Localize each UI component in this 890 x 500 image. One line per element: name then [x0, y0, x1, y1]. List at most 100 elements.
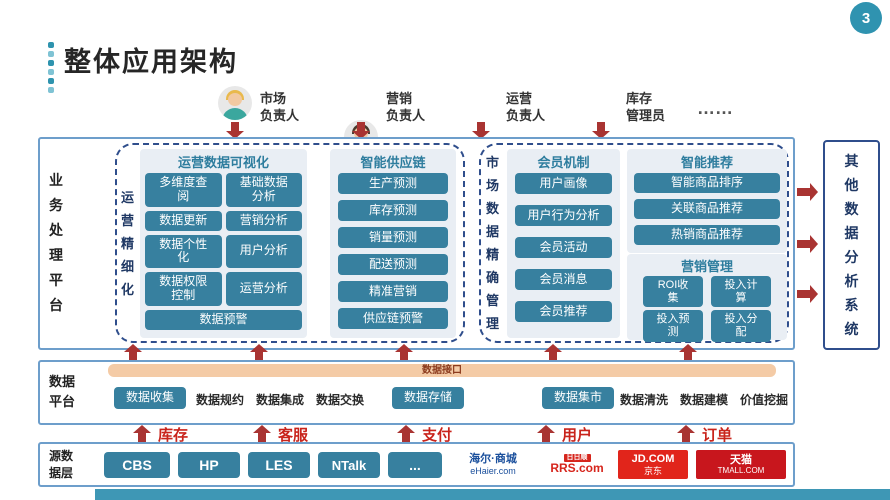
feature-button: 精准营销	[338, 281, 448, 302]
source-system-button: HP	[178, 452, 240, 478]
panel-title: 运营数据可视化	[177, 155, 269, 170]
logo-text: 海尔·商城	[469, 453, 517, 465]
accent-dot	[48, 78, 54, 84]
feature-button: 数据个性化	[145, 234, 222, 269]
data-storage-button: 数据存储	[392, 387, 464, 409]
feature-button: 销量预测	[338, 227, 448, 248]
data-mart-button: 数据集市	[542, 387, 614, 409]
up-arrow	[400, 352, 408, 361]
logo-text: eHaier.com	[470, 465, 516, 476]
down-arrow	[357, 122, 365, 131]
logo-text: TMALL.COM	[717, 466, 765, 476]
feature-button: 用户行为分析	[515, 205, 612, 226]
accent-dot	[48, 42, 54, 48]
other-system-label: 其他数据分析系统	[844, 153, 859, 337]
market-group-label: 市场数据精确管理	[485, 155, 499, 331]
feature-button: 库存预测	[338, 200, 448, 221]
flow-label: 客服	[278, 427, 309, 444]
source-system-button: ...	[388, 452, 442, 478]
flow-label: 用户	[562, 427, 593, 444]
feature-button: 基础数据分析	[225, 173, 302, 207]
business-layer-label: 业务处理平台	[49, 172, 63, 313]
down-arrow	[597, 122, 605, 131]
right-arrow	[797, 188, 810, 196]
haier-mall-logo: 海尔·商城 eHaier.com	[450, 450, 536, 479]
feature-button: 营销分析	[225, 210, 302, 231]
person-avatar-icon	[218, 86, 252, 120]
up-arrow	[129, 352, 137, 361]
page-title: 整体应用架构	[64, 47, 238, 77]
feature-button: 会员推荐	[515, 301, 612, 322]
rrs-logo: 日日顺 RRS.com	[544, 450, 610, 479]
persona-label: 库存 管理员	[626, 91, 666, 123]
flow-label: 库存	[158, 427, 189, 444]
feature-button: 生产预测	[338, 173, 448, 194]
data-platform-label: 数据平台	[48, 374, 75, 409]
accent-dot	[48, 51, 54, 57]
flow-label: 支付	[422, 427, 453, 444]
persona-label: 市场 负责人	[260, 91, 300, 123]
data-mart-desc: 数据清洗 数据建模 价值挖掘	[620, 393, 789, 407]
feature-button: 会员消息	[515, 269, 612, 290]
flow-up-arrow	[402, 433, 410, 442]
title-accent-dots	[48, 42, 54, 93]
up-arrow	[684, 352, 692, 361]
right-arrow	[797, 240, 810, 248]
feature-button: 投入分配	[711, 310, 771, 342]
feature-button: 运营分析	[225, 272, 302, 306]
ellipsis-text: ……	[697, 98, 733, 118]
source-layer-label: 源数据层	[48, 449, 73, 480]
other-system-box: 其他数据分析系统	[823, 140, 880, 350]
tmall-logo: 天猫 TMALL.COM	[696, 450, 786, 479]
logo-text: RRS.com	[550, 460, 604, 475]
feature-button: 用户分析	[225, 234, 302, 269]
panel-title: 智能推荐	[680, 155, 733, 170]
down-arrow	[231, 122, 239, 131]
accent-dot	[48, 87, 54, 93]
flow-label: 订单	[702, 427, 733, 444]
feature-button: 关联商品推荐	[634, 199, 780, 219]
source-system-button: CBS	[104, 452, 170, 478]
up-arrow	[549, 352, 557, 361]
feature-button: 投入预测	[643, 310, 703, 342]
panel-title: 智能供应链	[360, 155, 426, 170]
source-system-button: LES	[248, 452, 310, 478]
feature-button: 会员活动	[515, 237, 612, 258]
down-arrow	[477, 122, 485, 131]
feature-button: 配送预测	[338, 254, 448, 275]
logo-text: 天猫	[730, 453, 752, 466]
feature-button: 数据预警	[145, 309, 302, 330]
ops-group-label: 运营精细化	[120, 190, 134, 297]
feature-button: 数据权限控制	[145, 272, 222, 306]
panel-title: 会员机制	[537, 155, 590, 170]
marketing-panel: 营销管理 ROI收集 投入计算 投入预测 投入分配	[627, 254, 787, 342]
ops-visualization-panel: 运营数据可视化 多维度查阅 基础数据分析 数据更新 营销分析 数据个性化 用户分…	[140, 149, 307, 338]
accent-dot	[48, 69, 54, 75]
logo-text: 日日顺	[563, 453, 591, 462]
feature-button: 数据更新	[145, 210, 222, 231]
feature-button: 热销商品推荐	[634, 225, 780, 245]
persona-label: 运营 负责人	[506, 91, 546, 123]
flow-up-arrow	[138, 433, 146, 442]
data-collect-button: 数据收集	[114, 387, 186, 409]
bottom-accent-bar	[95, 489, 890, 500]
source-system-button: NTalk	[318, 452, 380, 478]
flow-up-arrow	[682, 433, 690, 442]
feature-button: 智能商品排序	[634, 173, 780, 193]
flow-up-arrow	[542, 433, 550, 442]
recommend-panel: 智能推荐 智能商品排序 关联商品推荐 热销商品推荐	[627, 149, 787, 253]
supply-chain-panel: 智能供应链 生产预测 库存预测 销量预测 配送预测 精准营销 供应链预警	[330, 149, 456, 338]
feature-button: 用户画像	[515, 173, 612, 194]
accent-dot	[48, 60, 54, 66]
data-interface-bar: 数据接口	[108, 364, 776, 377]
page-number-badge: 3	[850, 2, 882, 34]
feature-button: ROI收集	[643, 276, 703, 308]
right-arrow	[797, 290, 810, 298]
feature-button: 投入计算	[711, 276, 771, 308]
jd-logo: JD.COM 京东	[618, 450, 688, 479]
feature-button: 供应链预警	[338, 308, 448, 329]
logo-text: 京东	[643, 465, 662, 476]
flow-up-arrow	[258, 433, 266, 442]
up-arrow	[255, 352, 263, 361]
logo-text: JD.COM	[631, 453, 675, 465]
